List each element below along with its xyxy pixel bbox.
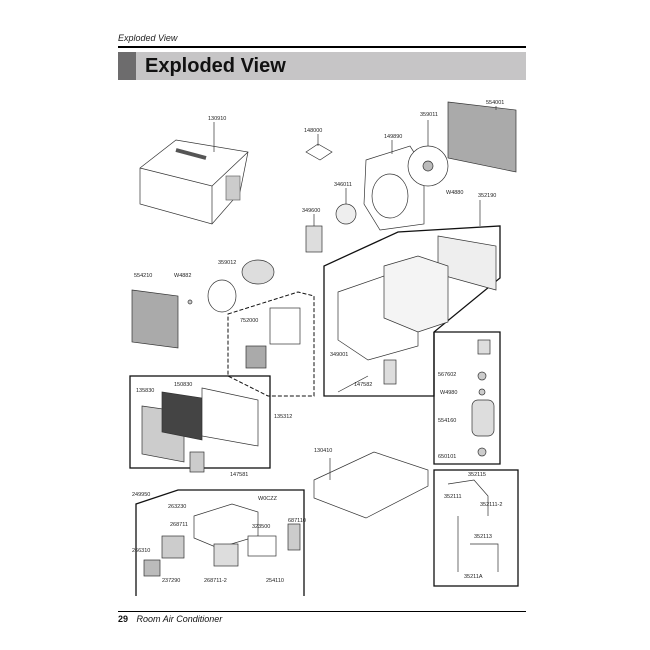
label-louver: 147581 bbox=[230, 472, 248, 478]
label-filter: 150830 bbox=[174, 382, 192, 388]
label-control-pcb: 268711 bbox=[170, 522, 188, 528]
label-valve: 567602 bbox=[438, 372, 456, 378]
label-tube-2: 352111 bbox=[444, 494, 462, 500]
label-compressor: 554160 bbox=[438, 418, 456, 424]
label-tube-3: 352111-2 bbox=[480, 502, 502, 508]
label-filter-outer: 135830 bbox=[136, 388, 154, 394]
label-cabinet: 130910 bbox=[208, 116, 226, 122]
title-accent-block bbox=[118, 52, 136, 80]
label-shroud: 149890 bbox=[384, 134, 402, 140]
label-fan-motor: 346011 bbox=[334, 182, 352, 188]
label-evap-coil: 554210 bbox=[134, 273, 152, 279]
part-labels: 130910 148000 149890 346011 349600 35901… bbox=[132, 100, 504, 584]
label-cap-cover: 323500 bbox=[252, 524, 270, 530]
document-title: Room Air Conditioner bbox=[136, 614, 223, 624]
label-tube-5: 35211A bbox=[464, 574, 483, 580]
label-grommet: 650101 bbox=[438, 454, 456, 460]
label-tube-1: 352115 bbox=[468, 472, 486, 478]
label-display-panel: 266310 bbox=[132, 548, 150, 554]
label-352190: 352190 bbox=[478, 193, 496, 199]
section-title-bar: Exploded View bbox=[118, 52, 526, 80]
label-tube-4: 352113 bbox=[474, 534, 492, 540]
page-number: 29 bbox=[118, 614, 129, 624]
cabinet-part bbox=[139, 139, 249, 225]
label-drain-tube: 349001 bbox=[330, 352, 348, 358]
label-condenser-fan: 359011 bbox=[420, 112, 438, 118]
label-front-grille: 135312 bbox=[274, 414, 292, 420]
page-title: Exploded View bbox=[145, 55, 286, 77]
label-blower: 359012 bbox=[218, 260, 236, 266]
label-harness: 249950 bbox=[132, 492, 150, 498]
label-base-pan: 130410 bbox=[314, 448, 332, 454]
header-rule bbox=[118, 46, 526, 48]
label-power-cord: 254110 bbox=[266, 578, 284, 584]
label-capacitor: W0CZZ bbox=[258, 496, 278, 502]
label-control-box-cover: 263230 bbox=[168, 504, 186, 510]
footer-rule bbox=[118, 611, 526, 612]
running-header: Exploded View bbox=[118, 33, 178, 43]
label-vent-door: 752000 bbox=[240, 318, 258, 324]
label-control-cover: 148000 bbox=[304, 128, 322, 134]
label-comp-nut: W4980 bbox=[440, 390, 457, 396]
label-bracket: 147582 bbox=[354, 382, 372, 388]
label-evap-nut: W4882 bbox=[174, 273, 191, 279]
label-motor-mount: 349600 bbox=[302, 208, 320, 214]
label-nut: W4880 bbox=[446, 190, 463, 196]
exploded-view-diagram: 130910 148000 149890 346011 349600 35901… bbox=[118, 96, 530, 601]
label-display: 237290 bbox=[162, 578, 180, 584]
label-pcb-knob: 687110 bbox=[288, 518, 306, 524]
page-footer: 29 Room Air Conditioner bbox=[118, 614, 222, 624]
label-relay-pcb: 268711-2 bbox=[204, 578, 227, 584]
label-condenser-coil: 554001 bbox=[486, 100, 504, 106]
